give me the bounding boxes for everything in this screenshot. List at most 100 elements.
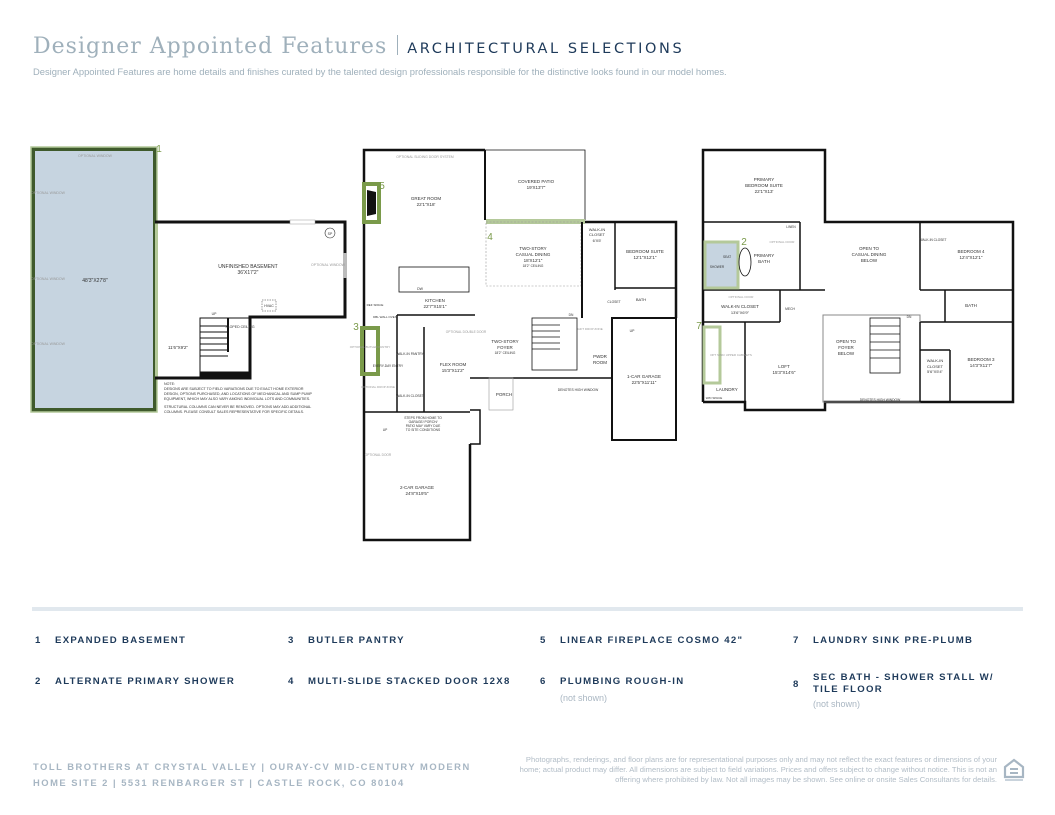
seat-label: SEAT bbox=[723, 255, 731, 259]
primary-bath-label: PRIMARY bbox=[754, 253, 774, 258]
title-text: Designer Appointed Features bbox=[33, 34, 388, 59]
optional-window-label: OPTIONAL WINDOW bbox=[78, 154, 113, 158]
main-floor-labels: OPTIONAL SLIDING DOOR SYSTEM GREAT ROOM … bbox=[350, 155, 664, 496]
note-line: DESIGN, OPTIONS PURCHASED, AND LOCATIONS… bbox=[164, 392, 313, 396]
basement-stairs bbox=[199, 317, 251, 378]
upper-floor-labels: PRIMARY BEDROOM SUITE 22'1"X13' LINEN PR… bbox=[706, 177, 995, 402]
optional-door-label: OPTIONAL DOOR bbox=[365, 453, 392, 457]
expanded-basement-area bbox=[31, 147, 157, 412]
equal-housing-logo-icon bbox=[1003, 757, 1025, 783]
marker-2: 2 bbox=[741, 237, 747, 248]
main-floor-plan bbox=[360, 148, 678, 542]
walkin-pantry-label: WALK-IN PANTRY bbox=[396, 352, 424, 356]
basement-plan: SP HVAC 48'3"X27'8" OPTIONAL WINDOW OPTI… bbox=[30, 146, 347, 414]
marker-7: 7 bbox=[696, 321, 702, 332]
legend-number: 6 bbox=[540, 676, 547, 687]
legend-label: SEC BATH - SHOWER STALL W/ TILE FLOOR bbox=[813, 672, 994, 695]
legend-number: 1 bbox=[35, 635, 42, 646]
shower-label: SHOWER bbox=[710, 265, 725, 269]
marker-1: 1 bbox=[156, 144, 162, 155]
subtitle: Designer Appointed Features are home det… bbox=[33, 66, 727, 77]
legend-label: MULTI-SLIDE STACKED DOOR 12X8 bbox=[308, 676, 511, 687]
kitchen-label: KITCHEN bbox=[425, 298, 445, 303]
legend-label: LAUNDRY SINK PRE-PLUMB bbox=[813, 635, 974, 646]
open-dining-label: CASUAL DINING bbox=[852, 252, 887, 257]
legend-label: PLUMBING ROUGH-IN bbox=[560, 676, 685, 687]
loft-size: 15'3"X14'6" bbox=[773, 370, 796, 375]
laundry-label: LAUNDRY bbox=[716, 387, 737, 392]
title-divider bbox=[397, 35, 399, 55]
bedroom3-label: BEDROOM 3 bbox=[967, 357, 995, 362]
steps-note: TO SITE CONDITIONS bbox=[406, 428, 441, 432]
great-room-size: 22'1"X18' bbox=[417, 202, 436, 207]
note-line: COLUMNS. PLEASE CONSULT SALES REPRESENTA… bbox=[164, 410, 304, 414]
legend-item: 7 LAUNDRY SINK PRE-PLUMB bbox=[793, 635, 1033, 646]
optional-door-label: OPTIONAL DOOR bbox=[729, 295, 755, 299]
covered-patio-label: COVERED PATIO bbox=[518, 179, 555, 184]
bath-label: BATH bbox=[965, 303, 977, 308]
open-foyer-label: BELOW bbox=[838, 351, 855, 356]
legend-number: 2 bbox=[35, 676, 42, 687]
flex-room-size: 15'3"X11'2" bbox=[442, 368, 465, 373]
legend-number: 7 bbox=[793, 635, 800, 646]
steps-note: PATIO MAY VARY DUE bbox=[406, 424, 441, 428]
open-dining-label: BELOW bbox=[861, 258, 878, 263]
steps-note: GARAGE/ PORCH/ bbox=[409, 420, 438, 424]
walkin-closet-label: WALK-IN bbox=[927, 358, 944, 363]
dn-label: DN bbox=[907, 315, 912, 319]
legend-number: 3 bbox=[288, 635, 295, 646]
walkin-closet-label: WALK-IN CLOSET bbox=[396, 394, 424, 398]
open-foyer-label: OPEN TO bbox=[836, 339, 857, 344]
garage1-size: 22'5"X11'11" bbox=[632, 380, 657, 385]
bedroom3-size: 14'3"X11'7" bbox=[970, 363, 993, 368]
optional-window-label: OPTIONAL WINDOW bbox=[31, 342, 66, 346]
walkin-closet-size: 13'6"X6'9" bbox=[731, 310, 750, 315]
unfinished-basement-label: UNFINISHED BASEMENT bbox=[218, 264, 277, 270]
foyer-label: FOYER bbox=[497, 345, 513, 350]
mech-label: MECH bbox=[785, 307, 795, 311]
legend-number: 8 bbox=[793, 679, 800, 690]
casual-dining-ceiling: 18'2" CEILING bbox=[523, 264, 544, 268]
porch-label: PORCH bbox=[496, 392, 512, 397]
marker-5: 5 bbox=[379, 181, 385, 192]
legend-note: (not shown) bbox=[560, 693, 608, 703]
primary-bath-label: BATH bbox=[758, 259, 770, 264]
butler-pantry-label: OPTIONAL BUTLER PANTRY bbox=[350, 345, 390, 349]
feature-markers: 1 2 3 4 5 7 bbox=[156, 144, 747, 333]
walkin-closet-label: WALK-IN CLOSET bbox=[721, 304, 759, 309]
everyday-entry-label: EVERY-DAY ENTRY bbox=[373, 364, 404, 368]
legend-number: 5 bbox=[540, 635, 547, 646]
garage2-label: 2-CAR GARAGE bbox=[400, 485, 434, 490]
legend-label: EXPANDED BASEMENT bbox=[55, 635, 187, 646]
stairs-up-label: UP bbox=[212, 312, 218, 316]
up-label: UP bbox=[383, 428, 388, 432]
marker-3: 3 bbox=[353, 322, 359, 333]
kitchen-size: 22'7"X15'1" bbox=[424, 304, 447, 309]
gift-drop-label: GIFT DROP ZONE bbox=[577, 327, 602, 331]
steps-note: STEPS FROM HOME TO bbox=[404, 416, 442, 420]
casual-dining-label: CASUAL DINING bbox=[516, 252, 551, 257]
divider bbox=[32, 607, 1023, 611]
optional-window-label: OPTIONAL WINDOW bbox=[31, 191, 66, 195]
bedroom-suite-size: 12'1"X12'1" bbox=[634, 255, 657, 260]
open-foyer-label: FOYER bbox=[838, 345, 854, 350]
up-label: UP bbox=[630, 329, 636, 333]
unfinished-basement-size: 36'X17'2" bbox=[238, 270, 259, 276]
hvac-label: HVAC bbox=[264, 304, 274, 308]
bedroom4-label: BEDROOM 4 bbox=[957, 249, 985, 254]
walkin-closet-label: WALK-IN CLOSET bbox=[920, 238, 947, 242]
walkin-closet-label: CLOSET bbox=[589, 232, 606, 237]
basement-note: NOTE: DESIGNS ARE SUBJECT TO FIELD VARIA… bbox=[164, 382, 313, 414]
floor-plans: SP HVAC 48'3"X27'8" OPTIONAL WINDOW OPTI… bbox=[30, 144, 1015, 542]
walkin-closet-label: CLOSET bbox=[927, 364, 944, 369]
powder-room-label: ROOM bbox=[593, 360, 607, 365]
dn-label: DN bbox=[569, 313, 574, 317]
legend-item: 6 PLUMBING ROUGH-IN (not shown) bbox=[540, 676, 780, 703]
foyer-ceiling: 18'2" CEILING bbox=[495, 351, 516, 355]
double-door-label: OPTIONAL DOUBLE DOOR bbox=[446, 330, 487, 334]
